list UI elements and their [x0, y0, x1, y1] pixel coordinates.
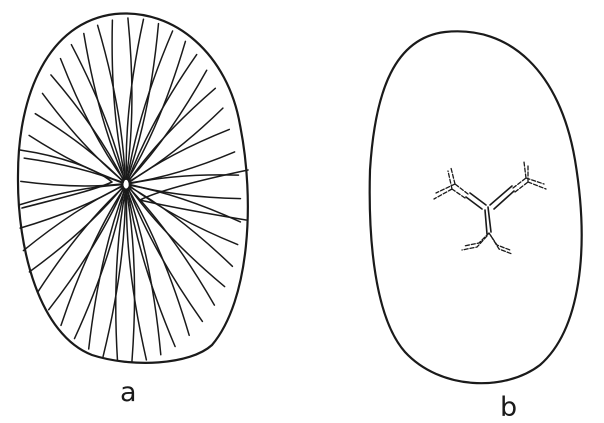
radial-line: [102, 188, 127, 358]
radial-line: [126, 30, 174, 181]
panel-a-left-notch: [19, 149, 113, 209]
panel-a-radial-lines: [18, 17, 242, 363]
radial-line: [127, 40, 187, 181]
radial-line: [128, 186, 226, 288]
radial-line: [111, 19, 127, 180]
radial-line: [128, 128, 231, 184]
radial-line: [128, 151, 236, 184]
radial-line: [20, 180, 124, 187]
radial-line: [37, 186, 125, 293]
radial-line: [115, 188, 127, 362]
radial-line: [127, 187, 190, 337]
panel-a-outline: [16, 12, 249, 364]
panel-a-right-notch: [139, 169, 249, 221]
radial-line: [19, 184, 124, 229]
panel-b-label: b: [500, 392, 517, 423]
radial-line: [125, 188, 148, 361]
radial-line: [125, 188, 136, 363]
radial-line: [126, 188, 162, 356]
radial-line: [96, 24, 126, 180]
radial-line: [127, 186, 216, 306]
radial-line: [125, 17, 133, 180]
radial-line: [83, 32, 126, 181]
radial-line: [28, 185, 124, 273]
panel-a-label: a: [120, 377, 137, 408]
radial-line: [41, 92, 125, 183]
panel-a: a: [16, 12, 249, 408]
panel-b: b: [368, 30, 583, 423]
radial-line: [127, 69, 208, 182]
radial-line: [126, 22, 160, 180]
radial-line: [87, 188, 126, 350]
radial-line: [70, 43, 126, 181]
radial-line: [127, 187, 204, 323]
radial-line: [125, 18, 145, 180]
radial-line: [127, 87, 217, 182]
radial-line: [128, 185, 234, 268]
panel-b-outline: [368, 30, 583, 385]
radial-line: [126, 188, 176, 348]
radial-line: [47, 187, 125, 311]
radial-line: [127, 53, 198, 181]
radial-line: [59, 57, 125, 181]
radial-line: [73, 187, 126, 340]
panel-b-y-suture: [433, 161, 547, 255]
